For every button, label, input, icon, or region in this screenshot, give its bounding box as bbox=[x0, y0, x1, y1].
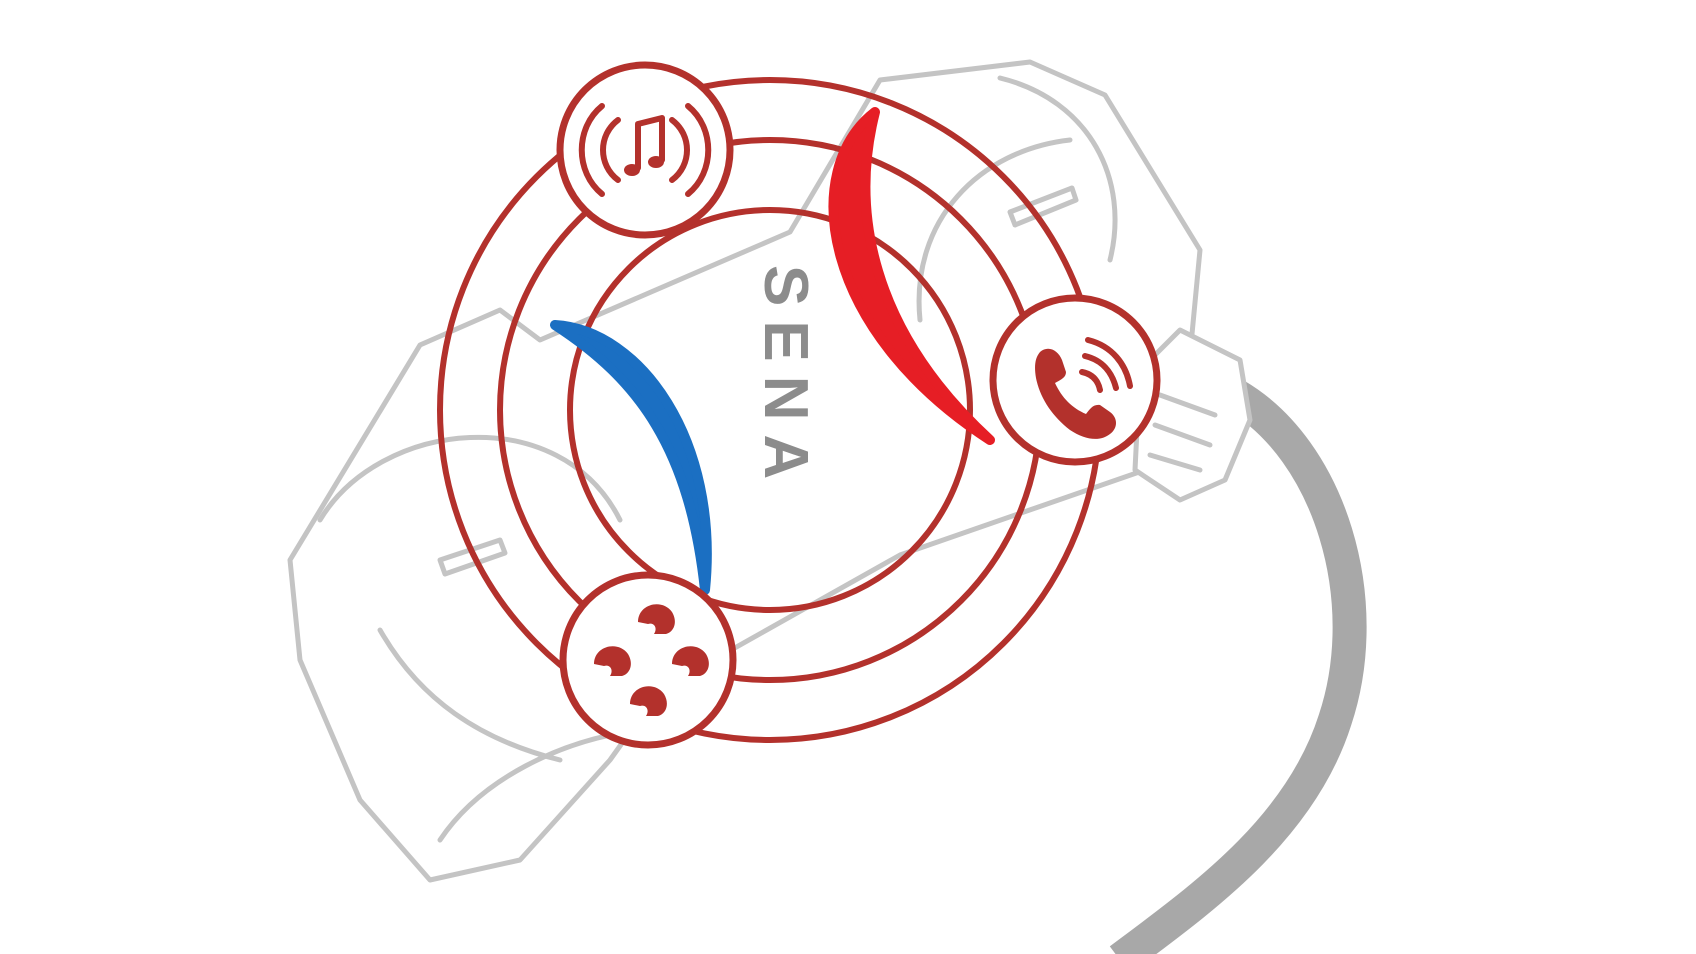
group-intercom-badge bbox=[559, 571, 737, 749]
phone-icon bbox=[1035, 337, 1133, 439]
device-clamp-shell bbox=[287, 59, 1203, 883]
phone-badge-circle bbox=[989, 294, 1161, 466]
music-badge bbox=[556, 61, 734, 239]
sena-logo: SENA bbox=[751, 265, 820, 493]
helmet-right-icon bbox=[672, 646, 709, 676]
group-intercom-icon bbox=[594, 604, 709, 716]
rotate-right-red-arrow bbox=[828, 107, 995, 445]
phone-badge bbox=[989, 294, 1161, 466]
boom-microphone-arm bbox=[1109, 380, 1367, 954]
jog-marker-right bbox=[1007, 185, 1079, 228]
rotate-left-blue-arrow bbox=[550, 320, 712, 595]
device-body bbox=[287, 59, 1253, 883]
inner-ring bbox=[567, 207, 973, 613]
group-intercom-badge-circle bbox=[559, 571, 737, 749]
helmet-bottom-icon bbox=[630, 686, 667, 716]
device-top-ridge bbox=[997, 75, 1118, 263]
connector-ridges bbox=[1147, 392, 1218, 473]
device-inner-arc-right bbox=[916, 137, 1073, 323]
device-side-edge bbox=[377, 627, 563, 763]
device-inner-arc-left bbox=[317, 434, 623, 523]
helmet-top-icon bbox=[638, 604, 675, 634]
helmet-left-icon bbox=[594, 646, 631, 676]
music-icon bbox=[578, 103, 712, 197]
music-badge-circle bbox=[556, 61, 734, 239]
